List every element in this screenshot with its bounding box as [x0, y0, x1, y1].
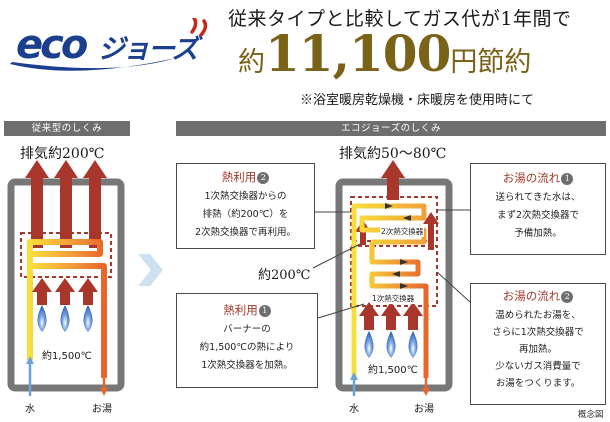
- left-hotwater-label: お湯: [92, 404, 112, 415]
- headline-note: ※浴室暖房乾燥機・床暖房を使用時にて: [300, 93, 535, 108]
- left-water-label: 水: [25, 404, 35, 415]
- burner-flames: [364, 331, 418, 358]
- left-burner-temp: 約1,500℃: [40, 347, 94, 362]
- logo-eco-text: eco: [16, 22, 88, 68]
- right-hotwater-label: お湯: [414, 404, 434, 415]
- step-number-badge: 2: [257, 172, 270, 184]
- logo-flame-mark: [190, 16, 198, 34]
- exhaust-arrows: [25, 160, 107, 248]
- flame-icon: [364, 331, 374, 358]
- savings-amount: 11,100: [265, 24, 451, 83]
- heat-arrows: [359, 302, 423, 330]
- compare-arrow-icon: [138, 254, 163, 286]
- hx2-outline: [350, 196, 438, 242]
- flame-icon: [60, 305, 70, 332]
- flame-icon: [83, 305, 93, 332]
- footnote-concept-diagram: 概念図: [578, 410, 604, 420]
- right-exhaust-label: 排気約50～80℃: [339, 146, 447, 162]
- water-pipe: [27, 239, 107, 378]
- logo-flame-mark: [199, 19, 208, 37]
- savings-suffix: 円節約: [450, 47, 532, 78]
- savings-headline: 約11,100円節約: [238, 24, 610, 83]
- conventional-heater: [7, 160, 125, 396]
- right-panel-title: エコジョーズのしくみ: [176, 121, 606, 136]
- flame-icon: [386, 331, 396, 358]
- hx1-label: 1次熱交換器: [371, 293, 416, 304]
- mid-temp-label: 約200℃: [258, 268, 311, 283]
- step-number-badge: 1: [258, 305, 271, 317]
- headline-line1: 従来タイプと比較してガス代が1年間で: [228, 8, 572, 30]
- burner-flames: [37, 305, 93, 332]
- step-number-badge: 2: [561, 291, 574, 303]
- left-panel-title: 従来型のしくみ: [4, 121, 130, 136]
- hx1-outline: [350, 245, 438, 307]
- right-water-label: 水: [349, 404, 359, 415]
- flame-icon: [408, 331, 418, 358]
- savings-prefix: 約: [238, 47, 265, 78]
- step-number-badge: 1: [561, 173, 574, 185]
- hx2-pipe: [351, 203, 427, 380]
- logo-jozu-text: ジョーズ: [98, 34, 204, 65]
- logo-graphic: eco ジョーズ: [10, 16, 208, 71]
- flame-icon: [37, 305, 47, 332]
- exhaust-arrows: [381, 160, 405, 200]
- heat-exchanger-outline: [20, 232, 112, 278]
- ecojozu-logo: eco ジョーズ: [6, 16, 214, 80]
- leader-lines: [312, 209, 471, 319]
- heat-arrows: [32, 278, 98, 305]
- right-burner-temp: 約1,500℃: [366, 361, 420, 376]
- left-exhaust-label: 排気約200℃: [20, 146, 105, 162]
- hx2-label: 2次熱交換器: [380, 226, 425, 237]
